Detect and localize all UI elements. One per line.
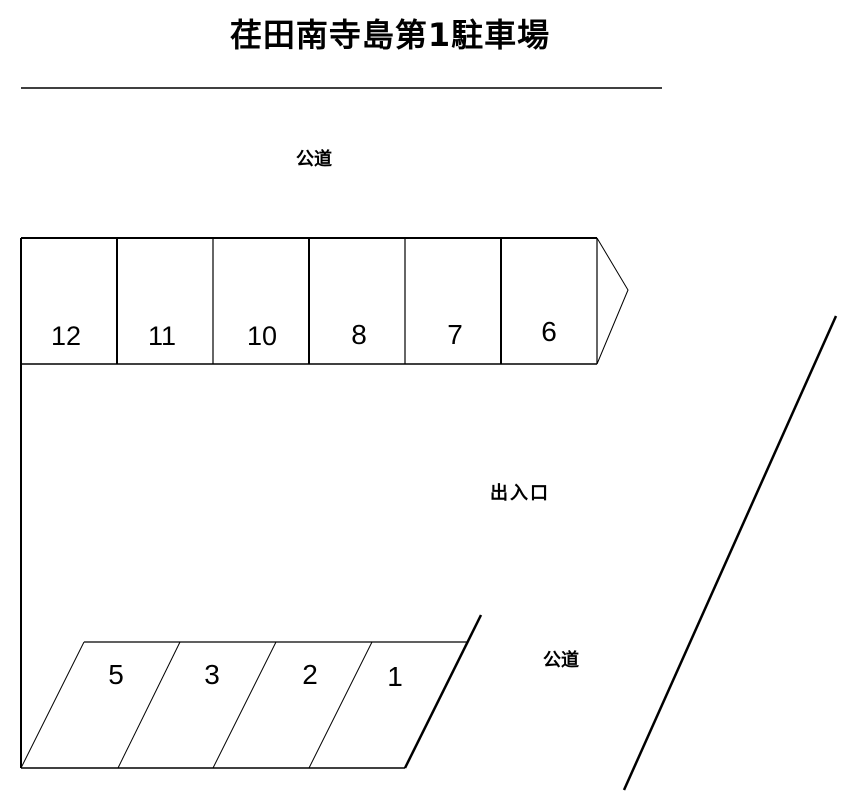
slot-number: 3 [204,659,220,690]
slot-number: 8 [351,319,367,350]
public-road-label-top: 公道 [296,149,332,170]
public-road-label-right: 公道 [543,650,579,671]
slot-number: 12 [51,321,81,351]
slot-number: 5 [108,659,124,690]
slot-number: 1 [387,661,403,692]
slot-number: 7 [447,319,463,350]
bottom-parking-row [20,614,483,769]
direction-arrow-icon [596,237,629,365]
slot-number: 2 [302,659,318,690]
entrance-label: 出入口 [490,483,550,504]
slot-number: 10 [247,321,277,351]
slot-number: 11 [148,321,176,351]
slot-number: 6 [541,316,557,347]
road-edge-line [622,315,838,791]
page-title: 荏田南寺島第1駐車場 [229,16,551,54]
top-parking-row [21,237,629,365]
